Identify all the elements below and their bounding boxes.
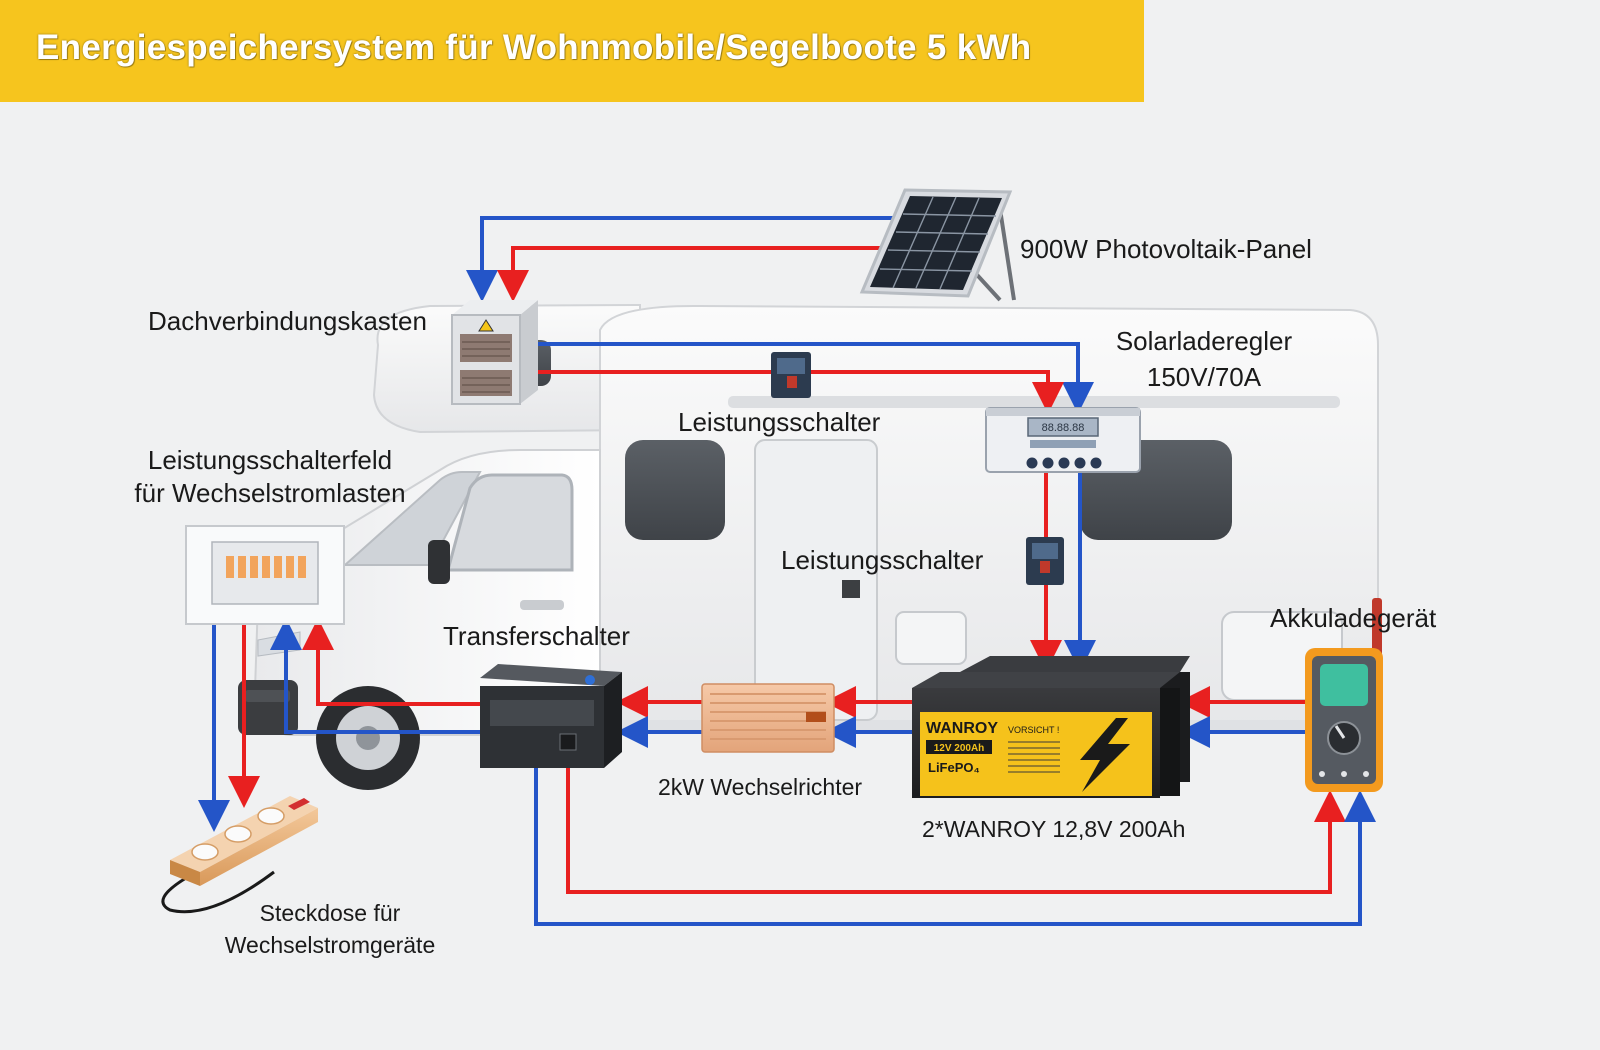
rv-door-lock bbox=[842, 580, 860, 598]
label-charge-controller-line1: Solarladeregler bbox=[1115, 326, 1293, 356]
label-ac-panel: Leistungsschalterfeld für Wechselstromla… bbox=[120, 444, 420, 510]
label-socket-line1: Steckdose für bbox=[259, 900, 401, 926]
label-ac-panel-line2: für Wechselstromlasten bbox=[134, 478, 406, 508]
transfer-switch-led bbox=[585, 675, 595, 685]
roof-box-side bbox=[520, 300, 538, 404]
breaker-mid-device bbox=[1026, 537, 1064, 585]
battery-warning: VORSICHT ! bbox=[1008, 725, 1059, 735]
charge-controller-screen bbox=[1027, 417, 1099, 437]
label-charge-controller: Solarladeregler 150V/70A bbox=[1084, 325, 1324, 394]
charger-jacks bbox=[1319, 771, 1369, 777]
inverter-device bbox=[701, 683, 835, 753]
power-switch-icon bbox=[288, 798, 310, 810]
rv-cab-window bbox=[446, 473, 574, 572]
charge-controller-display: 88.88.88 bbox=[1042, 422, 1085, 434]
battery-front-top bbox=[912, 672, 1180, 688]
label-transfer-switch: Transferschalter bbox=[443, 621, 630, 651]
transfer-switch-panel bbox=[490, 700, 594, 726]
wire-roof-controller-negative bbox=[538, 342, 1094, 414]
power-strip-outlets bbox=[191, 807, 285, 861]
charge-controller-buttons bbox=[1030, 440, 1096, 448]
roof-junction-box bbox=[451, 300, 538, 405]
label-socket-line2: Wechselstromgeräte bbox=[224, 932, 436, 958]
wire-pv-negative bbox=[466, 216, 893, 302]
rv-grille bbox=[245, 690, 290, 702]
breaker-mid-toggle bbox=[1040, 561, 1050, 573]
wire-transfer-panel-negative bbox=[270, 618, 480, 734]
solar-panel-grid bbox=[879, 196, 997, 290]
charge-controller-strip bbox=[986, 408, 1140, 416]
rv-front-hub-cap bbox=[356, 726, 380, 750]
label-roof-box: Dachverbindungskasten bbox=[148, 306, 427, 336]
battery-spec-badge bbox=[926, 740, 992, 754]
ac-panel-breakers bbox=[226, 556, 306, 578]
label-charge-controller-line2: 150V/70A bbox=[1146, 362, 1262, 392]
battery-chemistry: LiFePO₄ bbox=[928, 760, 980, 775]
ac-breaker-panel bbox=[185, 525, 345, 625]
lightning-bolt-icon bbox=[1080, 718, 1130, 792]
rv-cab-handle bbox=[520, 600, 564, 610]
inverter-body bbox=[701, 683, 835, 753]
charge-controller-device: 88.88.88 bbox=[985, 407, 1141, 473]
power-strip-side bbox=[200, 808, 318, 886]
label-inverter: 2kW Wechselrichter bbox=[658, 774, 863, 800]
battery-front-side bbox=[1160, 688, 1180, 796]
wiring bbox=[198, 216, 1376, 926]
rv-hatch-1 bbox=[895, 611, 967, 665]
title-banner: Energiespeichersystem für Wohnmobile/Seg… bbox=[0, 0, 1144, 102]
breaker-top-toggle bbox=[787, 376, 797, 388]
label-charger: Akkuladegerät bbox=[1270, 603, 1437, 633]
roof-box-vent-lines bbox=[462, 341, 510, 393]
battery-bank: WANROY VORSICHT ! 12V 200Ah LiFePO₄ bbox=[912, 656, 1190, 798]
rv-mirror bbox=[428, 540, 450, 584]
label-battery: 2*WANROY 12,8V 200Ah bbox=[922, 816, 1186, 842]
charger-screen bbox=[1320, 664, 1368, 706]
transfer-switch-side bbox=[604, 672, 622, 768]
transfer-switch-device bbox=[480, 664, 622, 768]
wire-transfer-charger-negative bbox=[534, 752, 1376, 926]
roof-box-vent-top bbox=[460, 334, 512, 362]
wire-transfer-charger-positive bbox=[566, 760, 1346, 894]
solar-panel bbox=[859, 188, 1016, 302]
battery-spec: 12V 200Ah bbox=[934, 743, 985, 754]
label-pv-panel: 900W Photovoltaik-Panel bbox=[1020, 234, 1312, 264]
label-ac-panel-line1: Leistungsschalterfeld bbox=[147, 445, 393, 475]
roof-box-top bbox=[452, 300, 538, 315]
rv-window-left bbox=[625, 440, 725, 540]
wire-roof-controller-positive bbox=[538, 370, 1064, 414]
charge-controller-terminals bbox=[1026, 457, 1102, 469]
battery-fine-print bbox=[1008, 741, 1060, 773]
wire-transfer-panel-positive bbox=[302, 618, 480, 706]
battery-brand: WANROY bbox=[926, 720, 998, 737]
charger-dial-pointer bbox=[1334, 725, 1346, 739]
breaker-mid-face bbox=[1032, 543, 1058, 559]
inverter-label bbox=[806, 712, 826, 722]
rv-windscreen bbox=[342, 471, 482, 566]
power-strip-cable bbox=[161, 870, 275, 914]
breaker-top-device bbox=[771, 352, 811, 398]
rv-bumper bbox=[238, 680, 298, 735]
battery-charger-device bbox=[1305, 648, 1383, 792]
label-breaker-mid: Leistungsschalter bbox=[781, 545, 984, 575]
breaker-top-face bbox=[777, 358, 805, 374]
wire-pv-positive bbox=[497, 246, 880, 302]
warning-icon bbox=[478, 319, 494, 332]
battery-back-top bbox=[960, 656, 1190, 672]
transfer-switch-front bbox=[480, 686, 604, 768]
label-socket: Steckdose für Wechselstromgeräte bbox=[200, 898, 460, 960]
transfer-switch-knob bbox=[559, 733, 577, 751]
power-strip-device bbox=[161, 796, 318, 914]
label-breaker-top: Leistungsschalter bbox=[678, 407, 881, 437]
power-strip-front bbox=[170, 860, 200, 886]
page-title: Energiespeichersystem für Wohnmobile/Seg… bbox=[36, 28, 1032, 67]
